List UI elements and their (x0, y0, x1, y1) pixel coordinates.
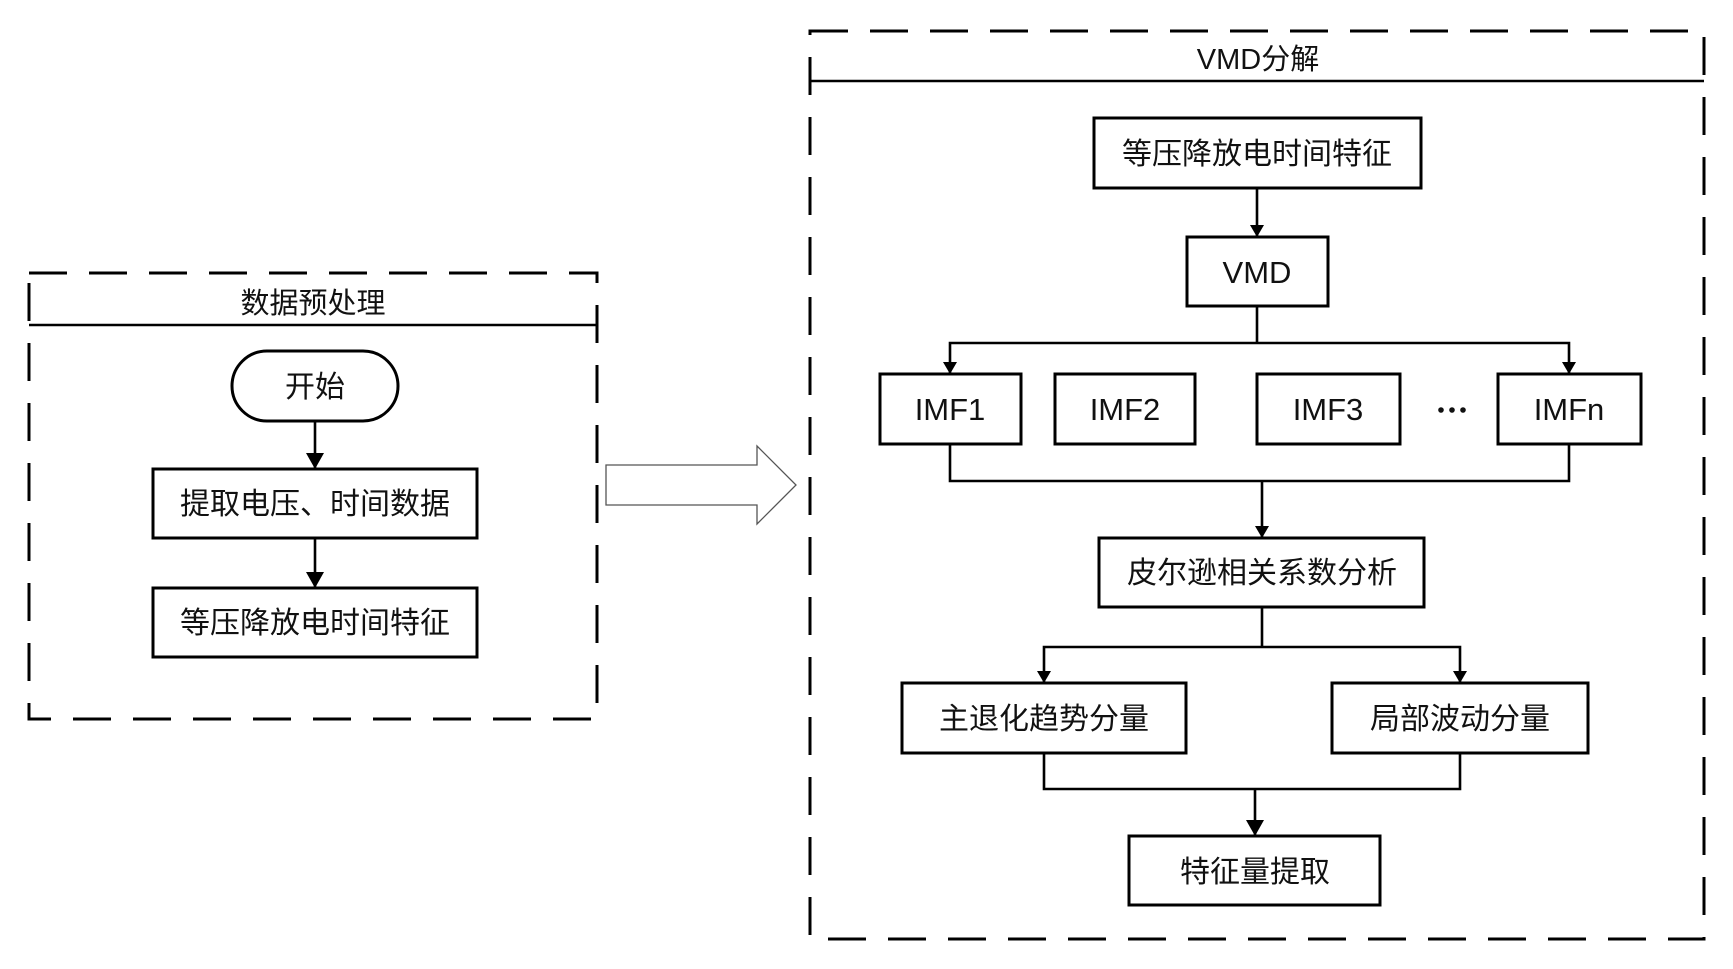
vmd-input-node[interactable]: 等压降放电时间特征 (1092, 116, 1423, 190)
imf3-label: IMF3 (1293, 392, 1364, 427)
discharge-time-feature-box (151, 586, 479, 659)
preprocess-panel-border (27, 271, 599, 721)
start-label: 开始 (285, 370, 345, 405)
preprocess-panel-title: 数据预处理 (240, 286, 385, 320)
imf2-label: IMF2 (1090, 392, 1161, 427)
ellipsis-dot (1460, 407, 1466, 413)
imf3-node[interactable]: IMF3 (1255, 372, 1402, 446)
extract-data-label: 提取电压、时间数据 (180, 487, 450, 522)
imf-merge-line (948, 444, 1571, 483)
start-node[interactable]: 开始 (230, 349, 400, 423)
vmd-label: VMD (1223, 255, 1292, 290)
vmd-panel-border (808, 29, 1706, 941)
main-degradation-trend-box (900, 681, 1188, 755)
arrow-pearson-to-fluctuation (1262, 645, 1467, 683)
discharge-time-feature-label: 等压降放电时间特征 (180, 606, 450, 641)
main-degradation-trend-node[interactable]: 主退化趋势分量 (900, 681, 1188, 755)
feature-extraction-node[interactable]: 特征量提取 (1127, 834, 1382, 907)
vmd-panel-title: VMD分解 (1197, 43, 1319, 76)
vmd-panel: VMD分解 等压降放电时间特征 VMD IMF1 IMF2 IMF3 (808, 29, 1706, 941)
pearson-analysis-label: 皮尔逊相关系数分析 (1127, 556, 1397, 591)
vmd-input-label: 等压降放电时间特征 (1122, 137, 1392, 172)
ellipsis-dot (1449, 407, 1455, 413)
local-fluctuation-node[interactable]: 局部波动分量 (1330, 681, 1590, 755)
imf1-label: IMF1 (915, 392, 986, 427)
ellipsis-dot (1438, 407, 1444, 413)
imfn-node[interactable]: IMFn (1496, 372, 1643, 446)
local-fluctuation-label: 局部波动分量 (1370, 702, 1550, 737)
imf1-node[interactable]: IMF1 (878, 372, 1023, 446)
component-merge-line (1042, 753, 1462, 791)
preprocess-panel: 数据预处理 开始 提取电压、时间数据 等压降放电时间特征 (27, 271, 599, 721)
local-fluctuation-box (1330, 681, 1590, 755)
arrow-vmd-to-imfn (1257, 341, 1576, 374)
arrow-vmd-to-imf1 (943, 341, 1257, 374)
pearson-analysis-node[interactable]: 皮尔逊相关系数分析 (1097, 536, 1426, 609)
imf-ellipsis (1438, 407, 1466, 413)
vmd-input-box (1092, 116, 1423, 190)
pearson-analysis-box (1097, 536, 1426, 609)
feature-extraction-label: 特征量提取 (1180, 855, 1330, 890)
discharge-time-feature-node[interactable]: 等压降放电时间特征 (151, 586, 479, 659)
imf2-box (1053, 372, 1197, 446)
imf1-box (878, 372, 1023, 446)
imf3-box (1255, 372, 1402, 446)
vmd-node[interactable]: VMD (1185, 235, 1330, 308)
feature-extraction-box (1127, 834, 1382, 907)
arrow-pearson-to-trend (1037, 645, 1262, 683)
vmd-box (1185, 235, 1330, 308)
imf2-node[interactable]: IMF2 (1053, 372, 1197, 446)
extract-data-node[interactable]: 提取电压、时间数据 (151, 467, 479, 540)
imfn-label: IMFn (1534, 392, 1605, 427)
main-degradation-trend-label: 主退化趋势分量 (939, 702, 1149, 737)
panel-transition-arrow-icon (605, 444, 797, 526)
